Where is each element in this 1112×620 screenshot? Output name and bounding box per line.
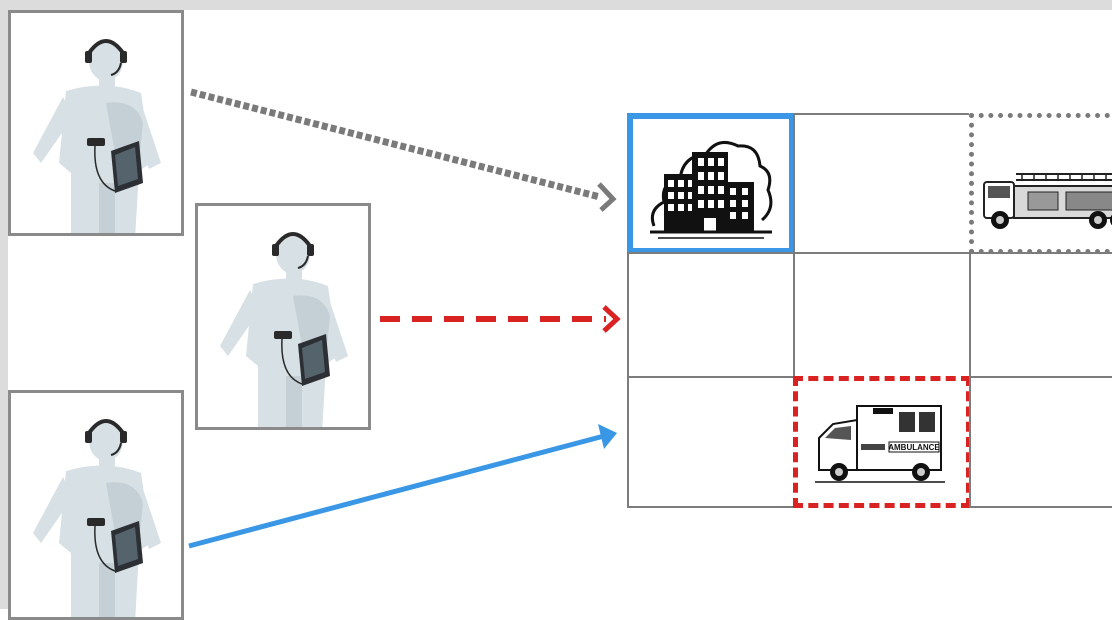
fire-truck-icon bbox=[983, 173, 1112, 229]
arrow-operator-3-blue-solid bbox=[188, 424, 617, 549]
grid-cell-ambulance[interactable]: AMBULANCE bbox=[793, 376, 971, 508]
grid-cell[interactable] bbox=[793, 113, 971, 254]
grid-cell[interactable] bbox=[627, 376, 795, 508]
arrow-operator-1-gray-dotted bbox=[190, 88, 617, 212]
resource-grid: AMBULANCE bbox=[627, 113, 1112, 508]
top-frame-bar bbox=[0, 0, 1112, 10]
operator-headset-icon bbox=[33, 39, 161, 233]
grid-cell-building[interactable] bbox=[627, 113, 795, 254]
left-frame-bar bbox=[0, 0, 8, 609]
grid-cell[interactable] bbox=[969, 376, 1112, 508]
ambulance-label: AMBULANCE bbox=[888, 443, 940, 452]
operator-card-2 bbox=[195, 203, 371, 430]
grid-cell-fire-truck[interactable] bbox=[969, 113, 1112, 254]
operator-card-3 bbox=[8, 390, 184, 620]
ambulance-icon: AMBULANCE bbox=[815, 405, 945, 483]
grid-cell[interactable] bbox=[627, 252, 795, 378]
operator-headset-icon bbox=[33, 419, 161, 617]
grid-cell[interactable] bbox=[793, 252, 971, 378]
operator-card-1 bbox=[8, 10, 184, 236]
office-building-icon bbox=[650, 140, 773, 239]
grid-cell[interactable] bbox=[969, 252, 1112, 378]
operator-headset-icon bbox=[220, 232, 348, 427]
arrow-operator-2-red-dashed bbox=[380, 305, 621, 333]
